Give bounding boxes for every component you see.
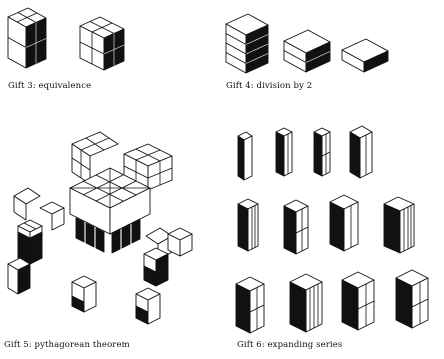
gift5-caption: Gift 5: pythagorean theorem [4,340,130,350]
gift6-figure [226,118,444,340]
gift4-caption: Gift 4: division by 2 [226,81,312,91]
gift5-lone-cube [72,276,96,312]
gift6-row1 [238,126,372,180]
gift3-cube-opened [80,17,124,70]
gift6-row2 [238,195,414,254]
gift6-row3 [236,270,428,333]
gift3-caption: Gift 3: equivalence [8,81,91,91]
gift4-slab [342,39,388,72]
gift3-cube-stacked [8,8,46,68]
gift5-right-cubes [136,228,192,324]
gift6-caption: Gift 6: expanding series [237,340,342,350]
gift4-half [284,30,330,72]
gift4-figure [220,0,444,110]
gift4-stack [226,14,268,73]
gift5-figure [0,110,220,340]
gift3-figure [0,0,200,110]
gift5-left-cubes [8,188,64,294]
